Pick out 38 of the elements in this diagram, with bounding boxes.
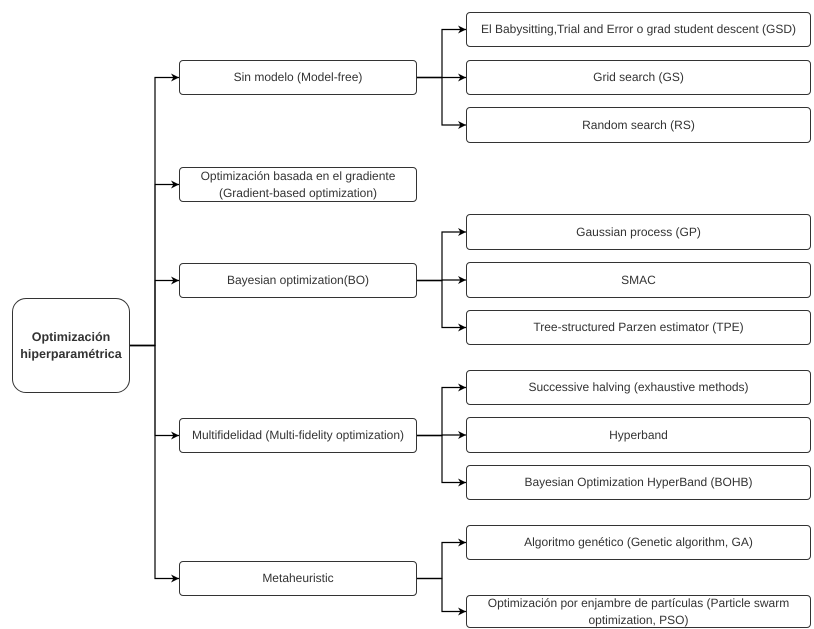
process-box xyxy=(466,12,811,47)
arrow xyxy=(417,434,466,486)
arrow xyxy=(417,76,466,129)
process-box xyxy=(466,262,811,298)
process-box xyxy=(179,561,417,596)
process-box xyxy=(466,214,811,250)
process-box xyxy=(179,263,417,298)
node-label: Bayesian optimization(BO) xyxy=(226,272,370,289)
process-box xyxy=(466,465,811,500)
arrow xyxy=(417,280,466,332)
node-label: Gaussian process (GP) xyxy=(576,224,701,240)
node-label: Bayesian Optimization HyperBand (BOHB) xyxy=(524,474,753,491)
process-box xyxy=(466,60,811,95)
process-box xyxy=(466,310,811,345)
process-box xyxy=(179,167,417,202)
arrow xyxy=(130,344,179,582)
node-label: El Babysitting,Trial and Error o grad student descent (GSD) xyxy=(480,21,796,38)
process-box xyxy=(179,60,417,95)
node-label: Successive halving (exhaustive methods) xyxy=(528,379,749,396)
process-box xyxy=(466,107,811,143)
node-label: Optimización por enjambre de partículas (Particle swarm optimization, PSO) xyxy=(486,594,790,628)
node-label: Algoritmo genético (Genetic algorithm, GA) xyxy=(524,534,753,551)
node-label: Sin modelo (Model-free) xyxy=(234,69,362,86)
process-box xyxy=(466,417,811,453)
process-box xyxy=(466,370,811,405)
node-label: Random search (RS) xyxy=(582,116,695,134)
node-label: Optimización basada en el gradiente (Gradient-based optimization) xyxy=(200,168,396,202)
root-box xyxy=(12,298,130,393)
node-label: Multifidelidad (Multi-fidelity optimization) xyxy=(192,427,404,444)
arrow xyxy=(417,578,466,616)
node-label: Optimización hiperparamétrica xyxy=(19,328,123,362)
node-label: Metaheuristic xyxy=(262,570,334,587)
process-box xyxy=(466,525,811,560)
node-label: Tree-structured Parzen estimator (TPE) xyxy=(533,319,744,336)
node-label: SMAC xyxy=(621,272,656,288)
node-label: Hyperband xyxy=(609,426,668,444)
node-label: Grid search (GS) xyxy=(593,69,684,86)
process-box xyxy=(179,418,417,453)
